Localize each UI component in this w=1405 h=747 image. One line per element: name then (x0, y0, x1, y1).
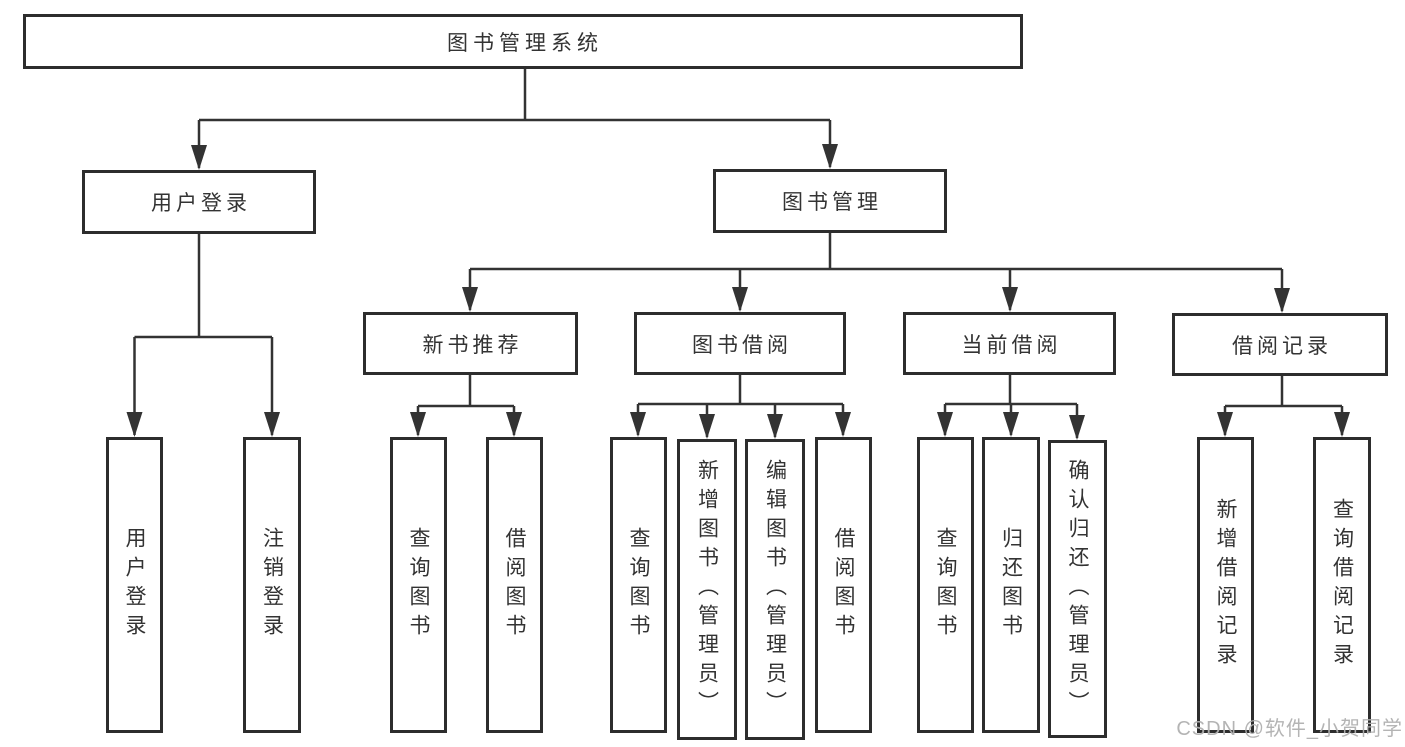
leaf-return-book: 归还图书 (982, 437, 1040, 733)
node-current-borrow: 当前借阅 (903, 312, 1116, 375)
leaf-query-book-recommend: 查询图书 (390, 437, 447, 733)
leaf-query-book-current: 查询图书 (917, 437, 974, 733)
node-borrow-records: 借阅记录 (1172, 313, 1388, 376)
node-root: 图书管理系统 (23, 14, 1023, 69)
node-book-management-label: 图书管理 (782, 191, 882, 214)
leaf-confirm-return-admin-label: 确认归还（管理员） (1066, 458, 1089, 720)
leaf-query-borrow-record-label: 查询借阅记录 (1330, 498, 1354, 672)
node-current-borrow-label: 当前借阅 (961, 333, 1062, 357)
arrowheads (126, 144, 1350, 440)
leaf-add-borrow-record-label: 新增借阅记录 (1214, 498, 1237, 672)
leaf-user-login-label: 用户登录 (123, 527, 146, 643)
leaf-user-login: 用户登录 (106, 437, 163, 733)
node-user-login: 用户登录 (82, 170, 316, 234)
leaf-add-borrow-record: 新增借阅记录 (1197, 437, 1254, 733)
node-book-borrow: 图书借阅 (634, 312, 846, 375)
leaf-add-book-admin-label: 新增图书（管理员） (695, 459, 719, 720)
node-new-book-recommend: 新书推荐 (363, 312, 578, 375)
node-book-borrow-label: 图书借阅 (692, 333, 792, 357)
leaf-logout: 注销登录 (243, 437, 301, 733)
csdn-watermark: CSDN @软件_小贺同学 (1176, 718, 1403, 740)
node-borrow-records-label: 借阅记录 (1232, 334, 1332, 358)
node-root-label: 图书管理系统 (447, 31, 603, 55)
node-book-management: 图书管理 (713, 169, 947, 233)
leaf-return-book-label: 归还图书 (999, 527, 1023, 643)
leaf-edit-book-admin-label: 编辑图书（管理员） (763, 459, 787, 720)
node-user-login-label: 用户登录 (151, 192, 251, 215)
leaf-confirm-return-admin: 确认归还（管理员） (1048, 440, 1107, 738)
leaf-add-book-admin: 新增图书（管理员） (677, 439, 737, 740)
leaf-borrow-book-recommend-label: 借阅图书 (503, 527, 526, 643)
node-new-book-recommend-label: 新书推荐 (422, 333, 523, 357)
leaf-logout-label: 注销登录 (260, 527, 284, 643)
leaf-query-book-borrow: 查询图书 (610, 437, 667, 733)
leaf-edit-book-admin: 编辑图书（管理员） (745, 439, 805, 740)
leaf-borrow-book-borrow-label: 借阅图书 (832, 527, 855, 643)
leaf-query-book-current-label: 查询图书 (934, 527, 957, 643)
leaf-query-book-recommend-label: 查询图书 (407, 527, 430, 643)
edge-lines (133, 69, 1344, 438)
leaf-query-borrow-record: 查询借阅记录 (1313, 437, 1371, 733)
leaf-borrow-book-recommend: 借阅图书 (486, 437, 543, 733)
leaf-query-book-borrow-label: 查询图书 (627, 527, 650, 643)
leaf-borrow-book-borrow: 借阅图书 (815, 437, 872, 733)
